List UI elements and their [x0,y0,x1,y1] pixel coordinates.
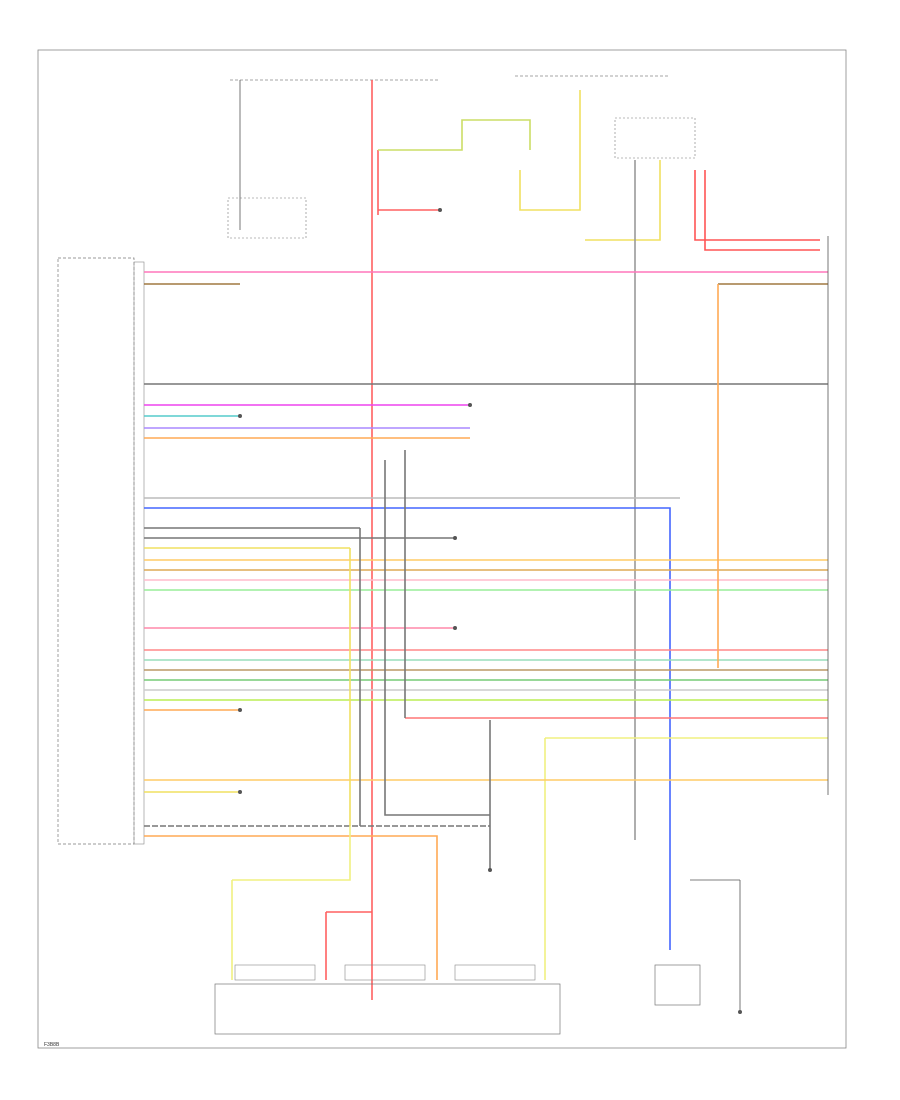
wire-ygrn-top [378,119,531,151]
pcm-connector [133,261,145,845]
wire-red-trs-1 [694,170,820,241]
trs-module [614,117,696,159]
splice-5 [453,626,457,630]
splice-4 [453,536,457,540]
speed-sensor [654,964,701,1006]
solenoid-2 [344,964,426,981]
splice-7 [488,868,492,872]
splice-6 [468,403,472,407]
wire-yellow-sensor [519,90,581,211]
solenoid-1 [234,964,316,981]
splice-2 [238,708,242,712]
wire-red-trs-2 [704,170,820,251]
splice-1 [238,414,242,418]
pcm-module [57,257,135,845]
solenoid-3 [454,964,536,981]
wire-orange-5 [144,835,438,980]
diagram-frame [37,49,847,1049]
wire-yellow-trs [585,160,661,241]
footer-code: F3B8B [44,1042,60,1048]
ground-point [738,1010,742,1014]
wire-yellow-bottom [232,826,351,881]
splice-3 [238,790,242,794]
relay-box-left [227,197,307,239]
wire-black-vertical-2 [384,460,490,816]
wire-blue-1 [144,507,671,950]
transmission-solenoid-block [214,983,561,1035]
splice-8 [438,208,442,212]
